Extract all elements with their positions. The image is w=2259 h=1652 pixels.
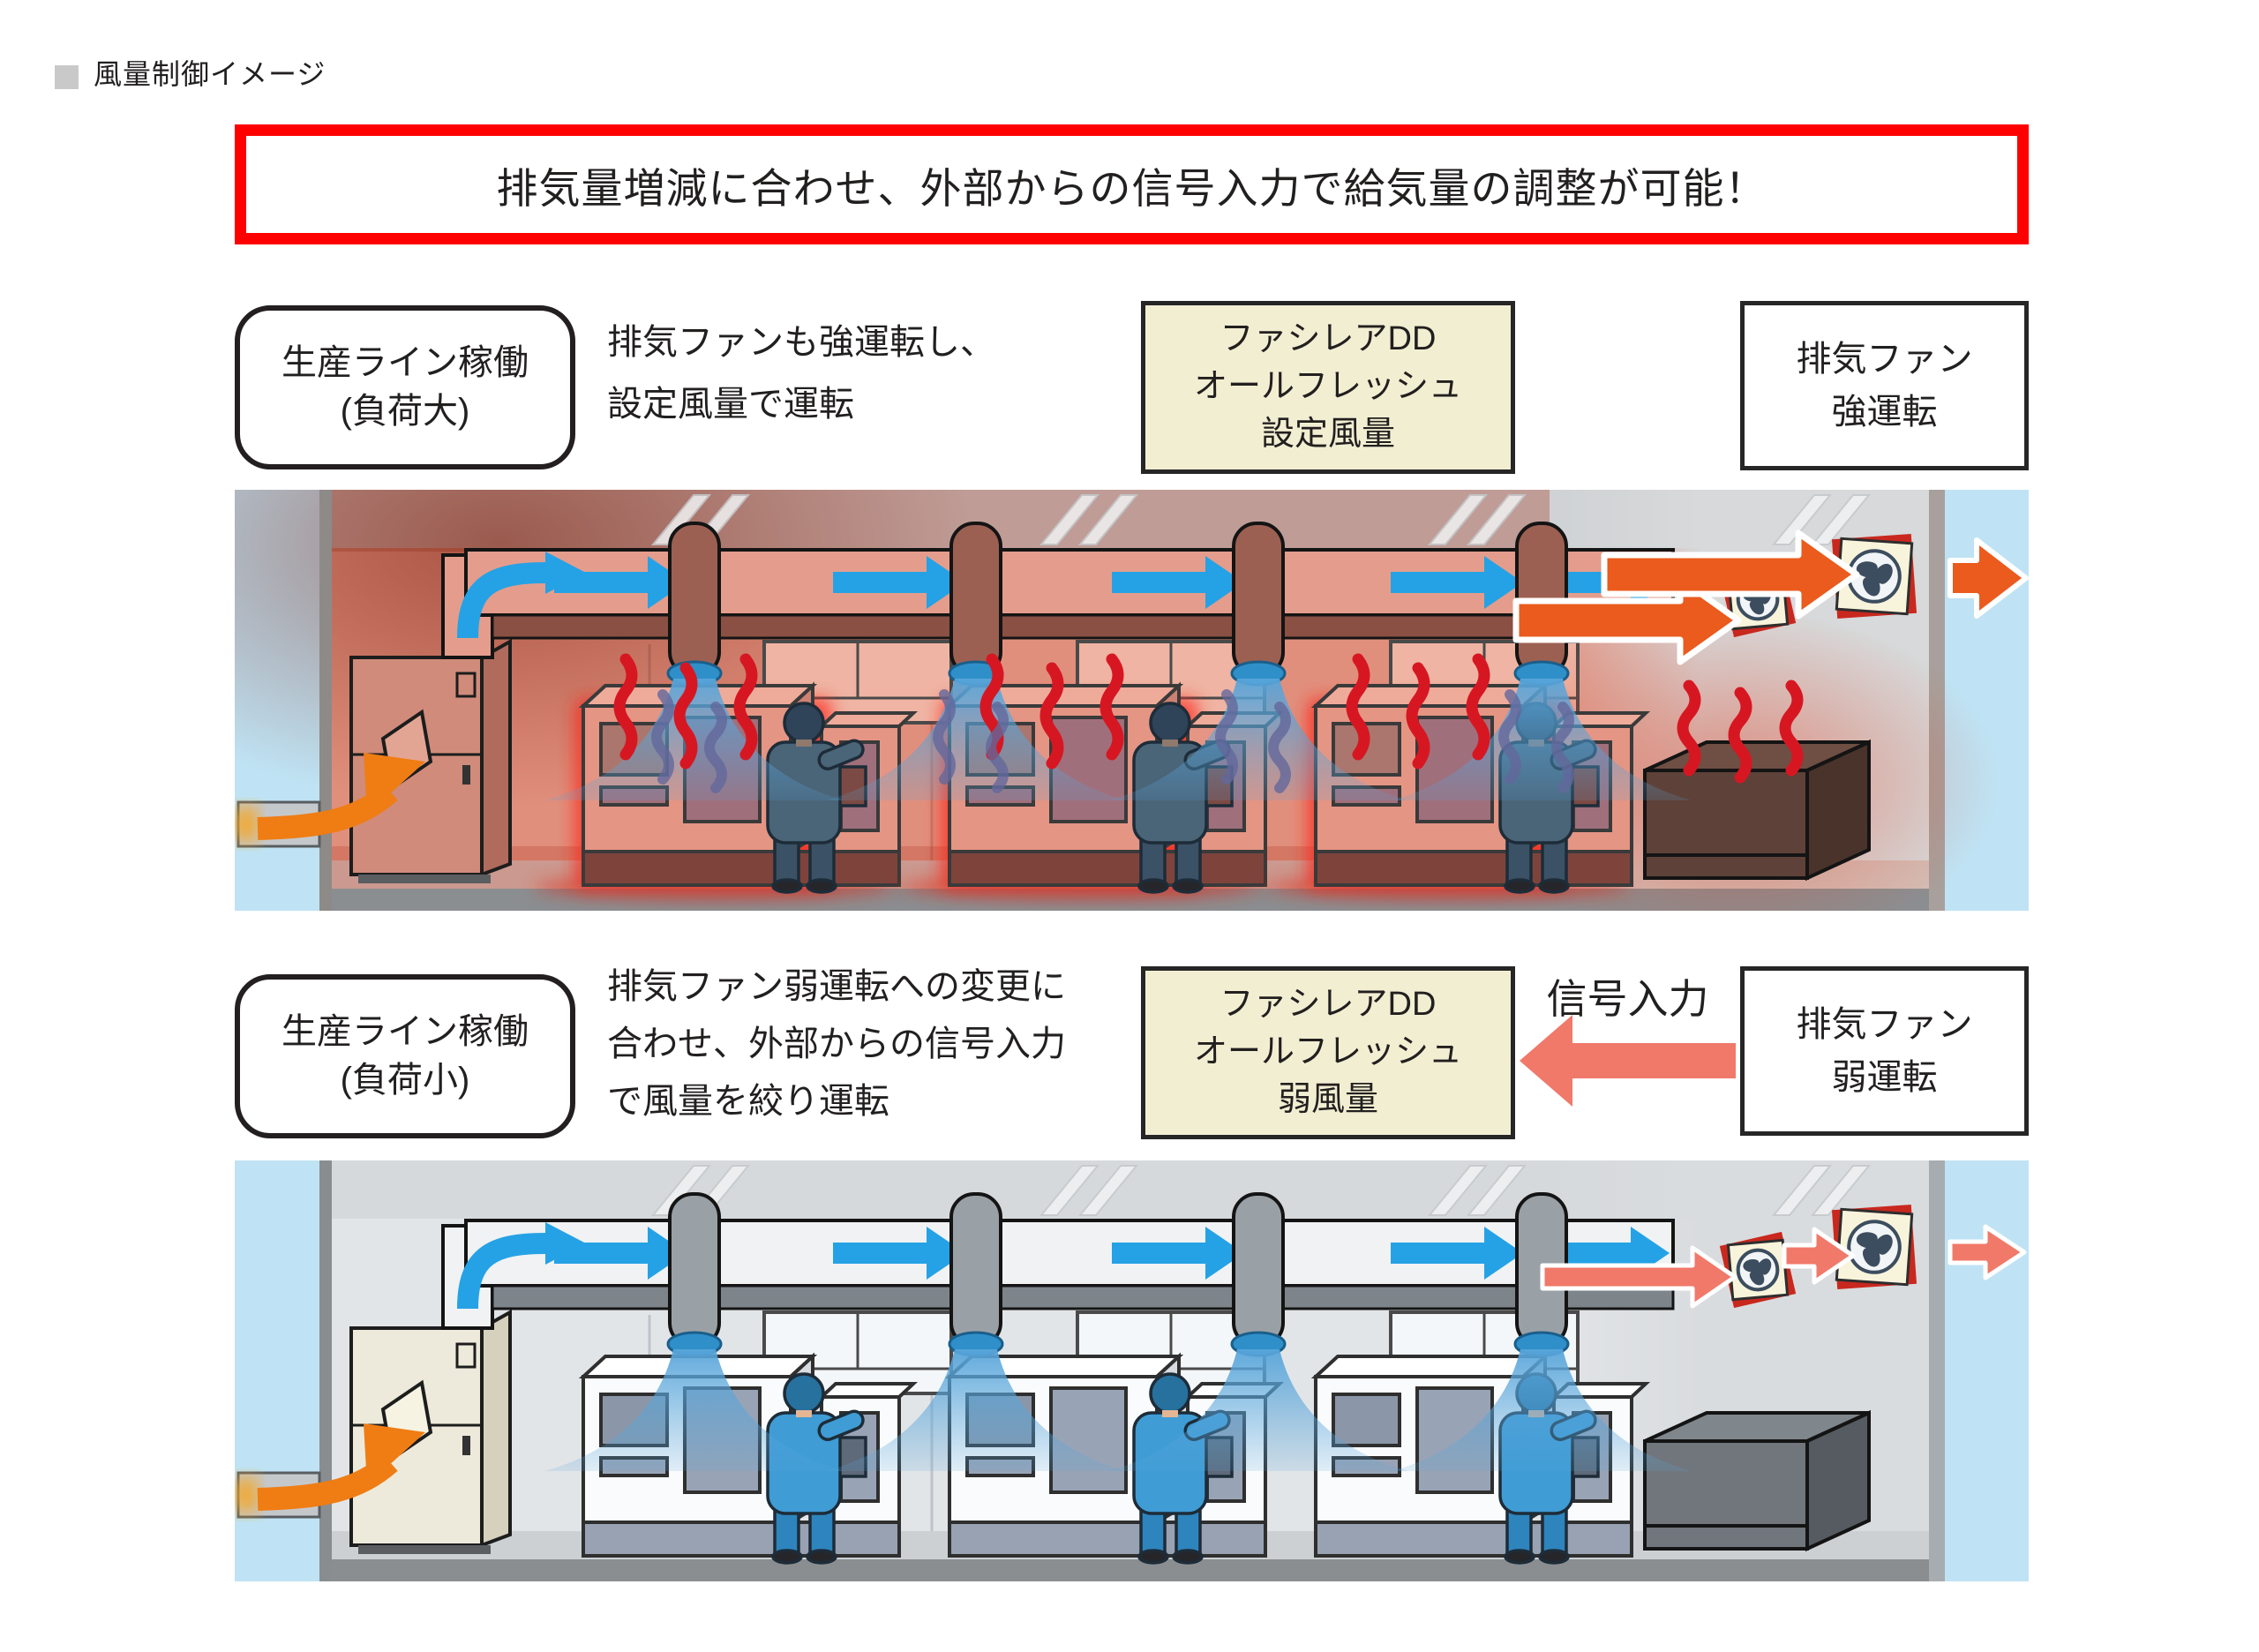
unit-low-line1: ファシレアDD <box>1220 986 1437 1024</box>
signal-input-arrow <box>1520 1015 1736 1107</box>
exhaust-air-arrows <box>1512 529 2029 665</box>
unit-low-line2: オールフレッシュ <box>1193 1033 1462 1071</box>
fan-low-line1: 排気ファン <box>1796 1005 1973 1044</box>
condition-high-line2: (負荷大) <box>340 392 470 431</box>
signal-input-label: 信号入力 <box>1546 976 1709 1022</box>
unit-box-low-load: ファシレアDD オールフレッシュ 弱風量 <box>1141 966 1515 1139</box>
description-low-line3: で風量を絞り運転 <box>607 1081 889 1121</box>
fan-state-box-low-load: 排気ファン 弱運転 <box>1740 966 2029 1136</box>
factory-illustration-low-load <box>235 1160 2029 1581</box>
exhaust-fan-icon <box>1719 1231 1797 1309</box>
description-low-line1: 排気ファン弱運転への変更に <box>607 967 1066 1006</box>
page-title: 風量制御イメージ <box>94 58 326 90</box>
banner: 排気量増減に合わせ、外部からの信号入力で給気量の調整が可能！ <box>235 124 2029 244</box>
banner-text: 排気量増減に合わせ、外部からの信号入力で給気量の調整が可能！ <box>496 164 1767 212</box>
condition-high-line1: 生産ライン稼働 <box>281 342 529 382</box>
unit-high-line2: オールフレッシュ <box>1193 368 1462 406</box>
unit-low-line3: 弱風量 <box>1277 1080 1378 1118</box>
heat-waves <box>613 653 1804 793</box>
condition-box-high-load: 生産ライン稼働 (負荷大) <box>235 305 575 469</box>
description-high-line2: 設定風量で運転 <box>607 384 854 424</box>
heat-source-box <box>1643 739 1871 882</box>
unit-box-high-load: ファシレアDD オールフレッシュ 設定風量 <box>1141 301 1515 474</box>
section-marker-icon <box>55 65 79 89</box>
intake-air-arrow <box>235 753 425 848</box>
description-high-line1: 排気ファンも強運転し、 <box>607 323 995 362</box>
unit-high-line1: ファシレアDD <box>1220 320 1437 358</box>
fan-state-box-high-load: 排気ファン 強運転 <box>1740 301 2029 470</box>
fan-high-line2: 強運転 <box>1831 393 1938 432</box>
heat-source-box <box>1643 1409 1871 1552</box>
exhaust-fan-icon <box>1831 533 1918 620</box>
description-low-load: 排気ファン弱運転への変更に 合わせ、外部からの信号入力 で風量を絞り運転 <box>607 958 1066 1130</box>
exhaust-fan-icon <box>1831 1204 1918 1290</box>
fan-low-line2: 弱運転 <box>1831 1058 1938 1097</box>
unit-high-line3: 設定風量 <box>1260 415 1395 453</box>
description-high-load: 排気ファンも強運転し、 設定風量で運転 <box>607 312 995 435</box>
supply-air-cones <box>544 1349 1692 1471</box>
factory-illustration-high-load <box>235 490 2029 911</box>
exhaust-air-arrows <box>1540 1224 2027 1309</box>
fan-high-line1: 排気ファン <box>1796 340 1973 379</box>
condition-low-line2: (負荷小) <box>340 1061 470 1100</box>
condition-low-line1: 生産ライン稼働 <box>281 1011 529 1051</box>
condition-box-low-load: 生産ライン稼働 (負荷小) <box>235 974 575 1138</box>
description-low-line2: 合わせ、外部からの信号入力 <box>607 1024 1066 1063</box>
intake-air-arrow <box>235 1423 425 1519</box>
